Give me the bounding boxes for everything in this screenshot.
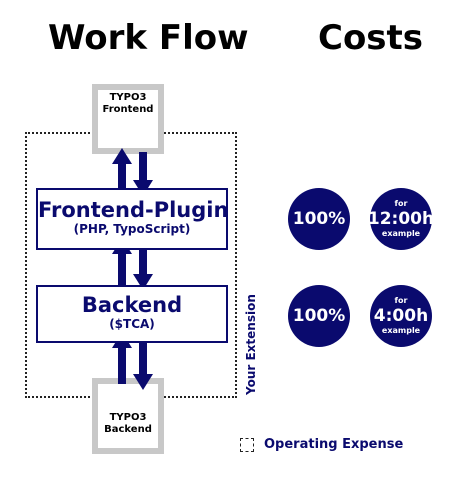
cost-time-2: 4:00h	[373, 306, 429, 326]
cost-example-label-2: example	[381, 326, 421, 335]
cost-percent-circle-1: 100%	[288, 188, 350, 250]
down-arrow-icon	[133, 152, 153, 196]
frontend-box-top-label: TYPO3	[109, 92, 147, 103]
frontend-plugin-title: Frontend-Plugin	[38, 198, 229, 222]
cost-time-circle-1: for 12:00h example	[367, 188, 435, 250]
down-arrow-icon	[133, 342, 153, 390]
down-arrow-icon	[133, 248, 153, 290]
cost-for-label-1: for	[394, 199, 408, 208]
work-flow-heading: Work Flow	[48, 18, 249, 58]
backend-box-bottom-label: Backend	[104, 424, 152, 435]
cost-percent-2: 100%	[292, 306, 346, 326]
typo3-backend-box: TYPO3 Backend	[92, 378, 164, 454]
costs-heading: Costs	[318, 18, 424, 58]
legend-dashed-box-icon	[240, 438, 254, 452]
cost-for-label-2: for	[394, 296, 408, 305]
backend-subtitle: ($TCA)	[109, 317, 155, 331]
cost-percent-1: 100%	[292, 209, 346, 229]
backend-box: Backend ($TCA)	[36, 285, 228, 343]
frontend-plugin-box: Frontend-Plugin (PHP, TypoScript)	[36, 188, 228, 250]
legend-operating-expense: Operating Expense	[264, 437, 404, 452]
cost-example-label-1: example	[381, 229, 421, 238]
up-arrow-icon	[112, 148, 132, 192]
up-arrow-icon	[112, 332, 132, 384]
cost-percent-circle-2: 100%	[288, 285, 350, 347]
cost-time-circle-2: for 4:00h example	[370, 285, 432, 347]
frontend-plugin-subtitle: (PHP, TypoScript)	[73, 222, 191, 236]
frontend-box-bottom-label: Frontend	[102, 104, 154, 115]
up-arrow-icon	[112, 238, 132, 288]
backend-box-top-label: TYPO3	[109, 412, 147, 423]
cost-time-1: 12:00h	[367, 209, 435, 229]
backend-title: Backend	[81, 293, 183, 317]
typo3-frontend-box: TYPO3 Frontend	[92, 84, 164, 154]
